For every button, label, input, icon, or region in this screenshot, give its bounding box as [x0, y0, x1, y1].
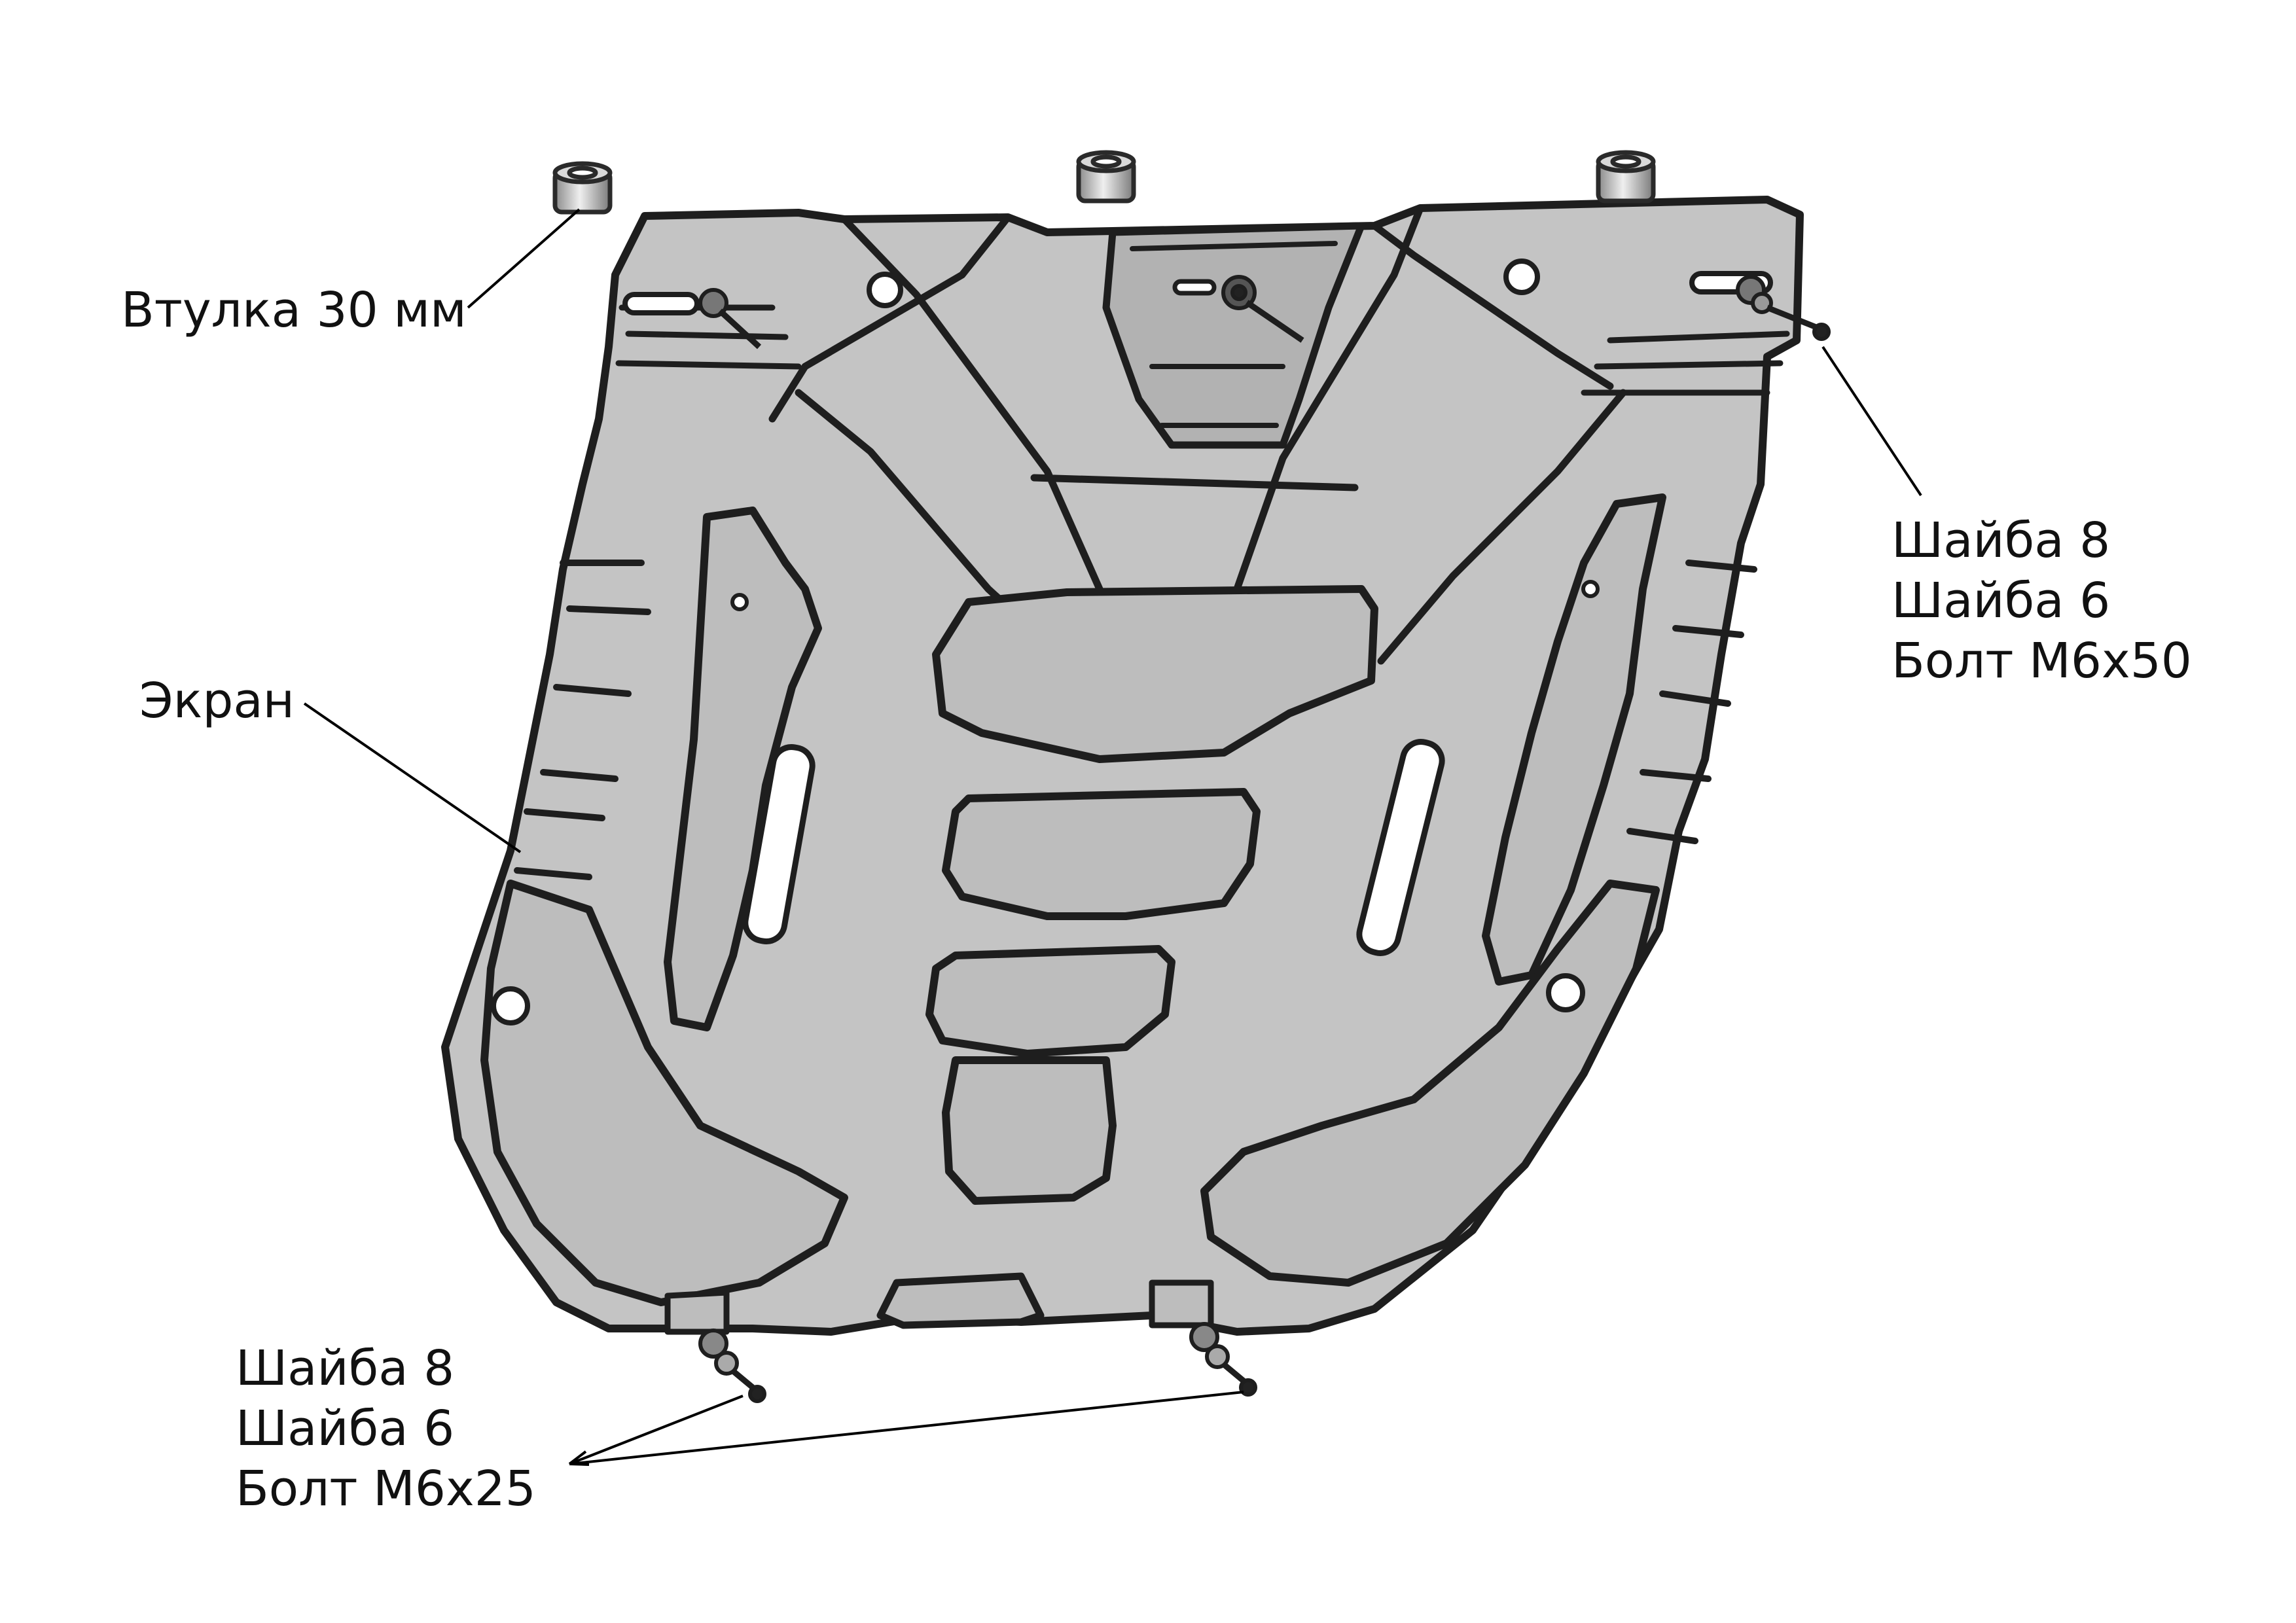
hole-top-left	[867, 272, 903, 308]
bottom-pocket	[876, 1272, 1045, 1329]
left-side-ribs	[514, 560, 651, 880]
fastener-group	[698, 275, 1831, 1403]
leader-bottom-right	[569, 1391, 1244, 1465]
leader-bottom-left	[569, 1395, 744, 1465]
leader-screen	[303, 702, 522, 853]
slot-top-left	[622, 292, 700, 315]
right-channel	[1482, 493, 1666, 986]
arrowhead-bottom	[568, 1450, 590, 1466]
bushing-group	[552, 150, 1656, 215]
plate-outline	[441, 196, 1804, 1336]
right-kit-washer-8: Шайба 8	[1892, 512, 2111, 569]
hole-bottom-right	[1546, 973, 1585, 1012]
leader-right-kit	[1821, 346, 1922, 497]
bottom-tab-left	[664, 1289, 730, 1335]
center-pocket-lower	[925, 945, 1175, 1058]
bolt-bottom-left-icon	[698, 1329, 766, 1403]
leader-lines	[303, 208, 1922, 1466]
leader-bushing	[467, 208, 581, 309]
left-wing	[480, 880, 848, 1306]
diagonal-ribs	[768, 204, 1627, 665]
left-channel	[664, 507, 822, 1031]
bushing-center-icon	[1076, 150, 1136, 204]
hole-small-left	[730, 593, 749, 611]
label-bottom-kit: Шайба 8 Шайба 6 Болт М6х25	[236, 1338, 536, 1519]
right-window	[1356, 739, 1445, 956]
skid-plate	[441, 196, 1804, 1336]
bottom-kit-washer-8: Шайба 8	[236, 1340, 455, 1397]
bottom-tab-right	[1149, 1279, 1214, 1329]
upper-pocket-inner	[1130, 241, 1338, 428]
bolt-top-right-icon	[1736, 275, 1831, 341]
upper-pocket	[1102, 222, 1365, 449]
right-wing	[1200, 880, 1660, 1287]
bolt-top-center-icon	[1221, 275, 1304, 343]
label-bushing: Втулка 30 мм	[121, 282, 467, 338]
label-screen: Экран	[139, 673, 295, 729]
bottom-kit-bolt: Болт М6х25	[236, 1461, 536, 1517]
center-pocket-top	[932, 585, 1378, 763]
center-pocket-middle	[942, 788, 1261, 920]
right-side-ribs	[1626, 560, 1757, 844]
bolt-bottom-right-icon	[1189, 1322, 1257, 1397]
hole-bottom-left	[491, 986, 530, 1026]
hole-top-right	[1503, 259, 1540, 295]
left-window	[742, 744, 816, 944]
right-kit-washer-6: Шайба 6	[1892, 573, 2111, 629]
center-pocket-bottom	[942, 1056, 1117, 1205]
hole-small-right	[1581, 580, 1600, 598]
bushing-right-icon	[1596, 150, 1656, 204]
bottom-kit-washer-6: Шайба 6	[236, 1400, 455, 1457]
bolt-top-left-icon	[698, 288, 762, 349]
bushing-left-icon	[552, 161, 613, 215]
right-kit-bolt: Болт М6х50	[1892, 633, 2192, 689]
top-rib-right	[1581, 330, 1790, 396]
label-right-kit: Шайба 8 Шайба 6 Болт М6х50	[1892, 510, 2192, 691]
upper-pocket-slot	[1172, 279, 1217, 296]
